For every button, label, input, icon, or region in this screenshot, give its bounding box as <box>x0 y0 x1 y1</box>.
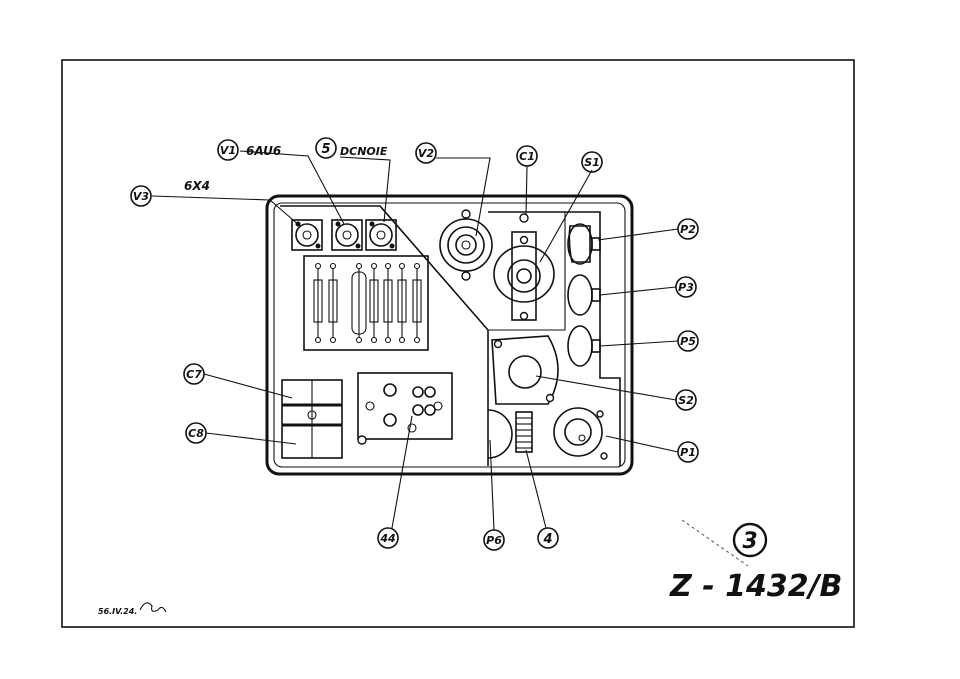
stray-dash-line <box>681 519 749 567</box>
sheet-number: 3 <box>732 522 768 558</box>
sheet-border <box>61 59 855 628</box>
label-5-text: 5 <box>321 142 330 157</box>
label-p6-text: P6 <box>486 534 502 547</box>
label-5: 5 DCNOIE <box>315 137 388 159</box>
label-v3: V3 6X4 <box>130 179 210 207</box>
label-s2: S2 <box>675 389 697 411</box>
sheet-number-text: 3 <box>742 529 757 554</box>
label-c7-text: C7 <box>186 368 202 381</box>
switch-s2 <box>491 335 559 405</box>
label-v1: V1 6AU6 <box>217 139 281 161</box>
chassis-outline <box>265 194 634 476</box>
label-v3-type: 6X4 <box>184 179 210 193</box>
label-v1-text: V1 <box>220 144 236 157</box>
label-p5: P5 <box>677 330 699 352</box>
label-v1-type: 6AU6 <box>246 144 281 158</box>
label-p2: P2 <box>677 218 699 240</box>
terminal-block-44 <box>357 372 453 445</box>
label-4-text: 4 <box>542 532 552 547</box>
chassis-inner-edge <box>273 202 626 468</box>
label-p2-text: P2 <box>680 223 696 236</box>
coil-4 <box>515 411 533 453</box>
right-panel-outline <box>488 211 621 466</box>
label-5-type: DCNOIE <box>340 145 388 158</box>
label-c8-text: C8 <box>188 427 204 440</box>
sub-panel-divider <box>280 205 489 466</box>
label-s2-text: S2 <box>678 394 694 407</box>
component-c1-s1 <box>493 213 555 321</box>
label-p5-text: P5 <box>680 335 696 348</box>
tube-socket-v3 <box>291 219 323 251</box>
label-p3-text: P3 <box>678 281 694 294</box>
label-p6: P6 <box>483 529 505 551</box>
pot-p3 <box>567 274 601 316</box>
label-v2-text: V2 <box>418 147 435 160</box>
label-p1: P1 <box>677 441 699 463</box>
pot-p1 <box>553 407 608 460</box>
tube-socket-v1 <box>331 219 363 251</box>
label-4: 4 <box>537 527 559 549</box>
label-s1: S1 <box>581 151 603 173</box>
leader-lines <box>151 150 679 531</box>
label-c7: C7 <box>183 363 205 385</box>
pot-p5 <box>567 325 601 367</box>
label-v3-text: V3 <box>133 190 150 203</box>
label-c1-text: C1 <box>519 150 535 163</box>
label-s1-text: S1 <box>584 156 600 169</box>
date-stamp: 56.IV.24. <box>98 607 137 616</box>
label-p3: P3 <box>675 276 697 298</box>
label-44: 44 <box>377 527 399 549</box>
tube-socket-v2 <box>439 209 493 281</box>
drawing-code: Z - 1432/B <box>669 569 842 604</box>
resistor-board <box>303 255 429 351</box>
label-v2: V2 <box>415 142 437 164</box>
label-44-text: 44 <box>379 532 395 545</box>
pot-p2 <box>567 223 601 265</box>
label-p1-text: P1 <box>680 446 696 459</box>
tube-socket-5 <box>365 219 397 251</box>
signature-mark <box>139 602 167 613</box>
right-panel-mid <box>488 212 566 331</box>
label-c1: C1 <box>516 145 538 167</box>
capacitors-c7-c8 <box>281 379 343 459</box>
component-p6 <box>487 409 513 459</box>
label-c8: C8 <box>185 422 207 444</box>
